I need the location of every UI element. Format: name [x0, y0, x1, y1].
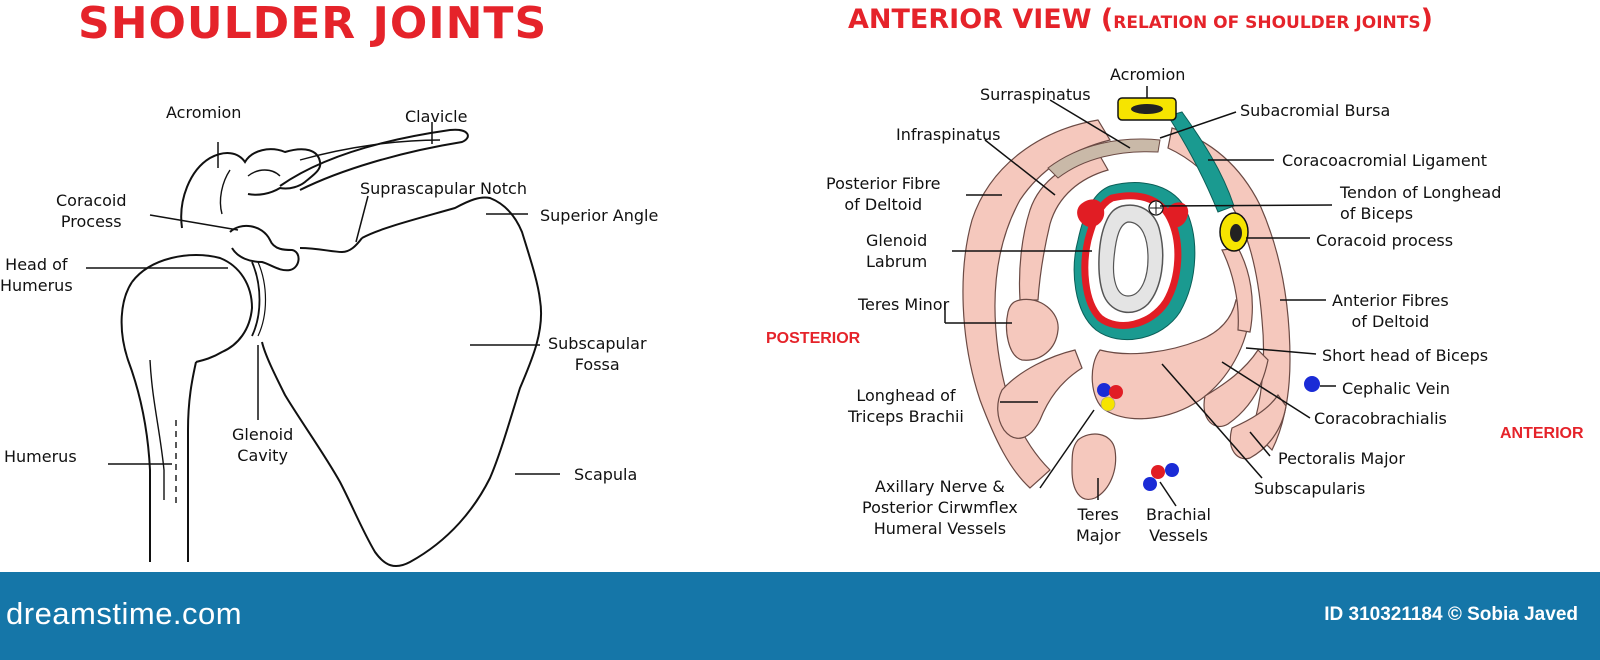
- label-anterior-fibres: Anterior Fibres of Deltoid: [1332, 291, 1449, 331]
- clavicle-shape: [279, 128, 469, 191]
- right-title-sub: RELATION OF SHOULDER JOINTS: [1113, 13, 1421, 33]
- label-tendon-longhead: Tendon of Longhead of Biceps: [1340, 183, 1502, 223]
- label-cephalic-vein: Cephalic Vein: [1342, 379, 1451, 398]
- label-brachial-vessels: Brachial Vessels: [1146, 505, 1211, 545]
- humerus-shaft-left: [120, 281, 151, 562]
- superior-border: [299, 237, 363, 254]
- axillary-vessel-blue: [1097, 383, 1111, 397]
- brachial-vessel-red: [1151, 465, 1165, 479]
- longhead-triceps: [997, 349, 1083, 439]
- right-title-main: ANTERIOR VIEW (: [848, 4, 1114, 35]
- label-acromion-left: Acromion: [166, 103, 242, 122]
- brachial-vessel-blue-b: [1143, 477, 1157, 491]
- label-coracobrachialis: Coracobrachialis: [1314, 409, 1447, 428]
- scapula-outline: [261, 196, 542, 568]
- label-teres-major: Teres Major: [1076, 505, 1121, 545]
- axillary-vessel-red: [1109, 385, 1123, 399]
- footer-credit: ID 310321184 © Sobia Javed: [1324, 604, 1578, 625]
- label-coracoid-process-right: Coracoid process: [1316, 231, 1454, 250]
- label-head-of-humerus: Head of Humerus: [0, 255, 73, 295]
- label-coracoacromial-ligament: Coracoacromial Ligament: [1282, 151, 1488, 170]
- label-humerus: Humerus: [4, 447, 77, 466]
- coracobrachialis: [1203, 349, 1269, 427]
- humerus-shaft-right: [187, 361, 197, 562]
- label-posterior-fibre: Posterior Fibre of Deltoid: [826, 174, 941, 214]
- label-teres-minor: Teres Minor: [858, 295, 950, 314]
- label-clavicle: Clavicle: [405, 107, 468, 126]
- axillary-nerve-yellow: [1100, 396, 1116, 412]
- brachial-vessel-blue-a: [1165, 463, 1179, 477]
- anterior-label: ANTERIOR: [1500, 425, 1584, 442]
- footer-bar: dreamstime.com ID 310321184 © Sobia Jave…: [0, 572, 1600, 660]
- teres-major: [1071, 433, 1117, 500]
- label-suprascapular-notch: Suprascapular Notch: [360, 179, 527, 198]
- label-subscapularis: Subscapularis: [1254, 479, 1366, 498]
- teres-minor: [1005, 298, 1059, 361]
- label-subscapular-fossa: Subscapular Fossa: [548, 334, 647, 374]
- short-head-biceps: [1221, 247, 1253, 333]
- label-axillary-nerve: Axillary Nerve & Posterior Cirwmflex Hum…: [862, 477, 1018, 538]
- label-short-head-biceps: Short head of Biceps: [1322, 346, 1489, 365]
- label-glenoid-cavity: Glenoid Cavity: [232, 425, 294, 465]
- label-pectoralis-major: Pectoralis Major: [1278, 449, 1405, 468]
- right-title: ANTERIOR VIEW (RELATION OF SHOULDER JOIN…: [848, 4, 1433, 35]
- right-title-close: ): [1420, 4, 1433, 35]
- shoulder-outline: [120, 128, 542, 568]
- acromion-shape: [180, 148, 322, 229]
- anatomy-drawing: [86, 86, 1336, 568]
- cross-section: [962, 97, 1320, 500]
- glenoid-shape: [251, 261, 261, 337]
- posterior-label: POSTERIOR: [766, 330, 861, 347]
- label-longhead-triceps: Longhead of Triceps Brachii: [848, 386, 964, 426]
- cephalic-vein-dot: [1304, 376, 1320, 392]
- left-leaders: [86, 122, 560, 475]
- footer-logo[interactable]: dreamstime.com: [6, 596, 243, 631]
- right-leaders: [944, 86, 1336, 507]
- label-glenoid-labrum: Glenoid Labrum: [866, 231, 928, 271]
- pectoralis-major: [1229, 393, 1287, 460]
- label-coracoid-process-left: Coracoid Process: [56, 191, 127, 231]
- label-superior-angle: Superior Angle: [540, 206, 659, 225]
- label-surraspinatus: Surraspinatus: [980, 85, 1091, 104]
- left-title: SHOULDER JOINTS: [78, 0, 548, 49]
- coracoid-shape: [229, 224, 300, 272]
- surraspinatus: [1047, 138, 1161, 179]
- label-subacromial-bursa: Subacromial Bursa: [1240, 101, 1391, 120]
- label-scapula: Scapula: [574, 465, 638, 484]
- label-acromion-right: Acromion: [1110, 65, 1186, 84]
- label-infraspinatus: Infraspinatus: [896, 125, 1001, 144]
- humerus-head: [131, 254, 254, 363]
